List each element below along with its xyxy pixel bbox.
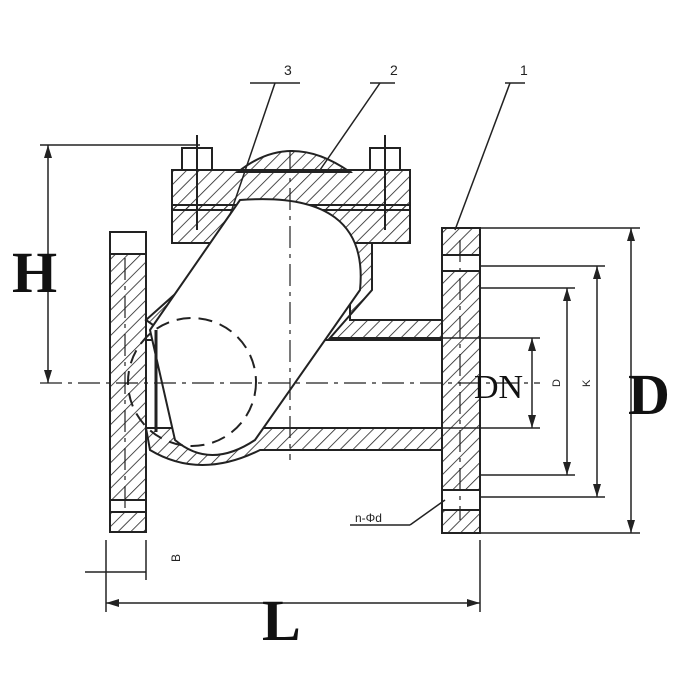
label-dn: DN <box>474 369 523 406</box>
valve-interior <box>127 198 443 456</box>
label-b: B <box>169 554 183 562</box>
label-h: H <box>12 240 57 305</box>
center-lines <box>40 150 540 520</box>
label-d: D <box>628 362 670 427</box>
label-l: L <box>262 588 301 653</box>
part-number-2: 2 <box>390 62 398 78</box>
label-d0: D <box>551 379 563 387</box>
label-k: K <box>581 379 593 387</box>
arrowheads <box>44 145 635 607</box>
part-number-1: 1 <box>520 62 528 78</box>
dimension-lines <box>40 82 640 612</box>
part-number-3: 3 <box>284 62 292 78</box>
bonnet-bolts <box>181 135 401 230</box>
label-n-phi-d: n-Φd <box>355 511 382 525</box>
